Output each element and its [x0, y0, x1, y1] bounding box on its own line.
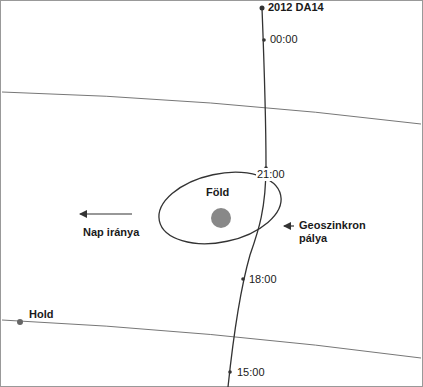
time-label: 21:00: [256, 168, 286, 181]
time-tick: [262, 38, 266, 42]
object-name: 2012 DA14: [267, 1, 325, 14]
direction-label: Nap iránya: [82, 226, 140, 239]
orbit-label: Geoszinkron pálya: [298, 219, 374, 245]
sun-direction-arrow: [80, 213, 132, 214]
body-label: Föld: [205, 186, 230, 199]
asteroid-dot: [260, 6, 265, 11]
leader-arrow: [284, 225, 294, 226]
asteroid-track: [228, 8, 266, 387]
geosync-orbit: [152, 162, 287, 254]
body-label: Hold: [28, 308, 54, 321]
moon-orbit-line: [2, 320, 421, 358]
moon-dot: [17, 319, 23, 325]
time-tick: [241, 277, 245, 281]
time-label: 18:00: [248, 273, 278, 286]
upper-orbit-line: [2, 92, 421, 124]
time-label: 15:00: [236, 366, 266, 379]
time-label: 00:00: [269, 33, 299, 46]
earth-disk: [211, 208, 231, 228]
time-tick: [228, 370, 232, 374]
